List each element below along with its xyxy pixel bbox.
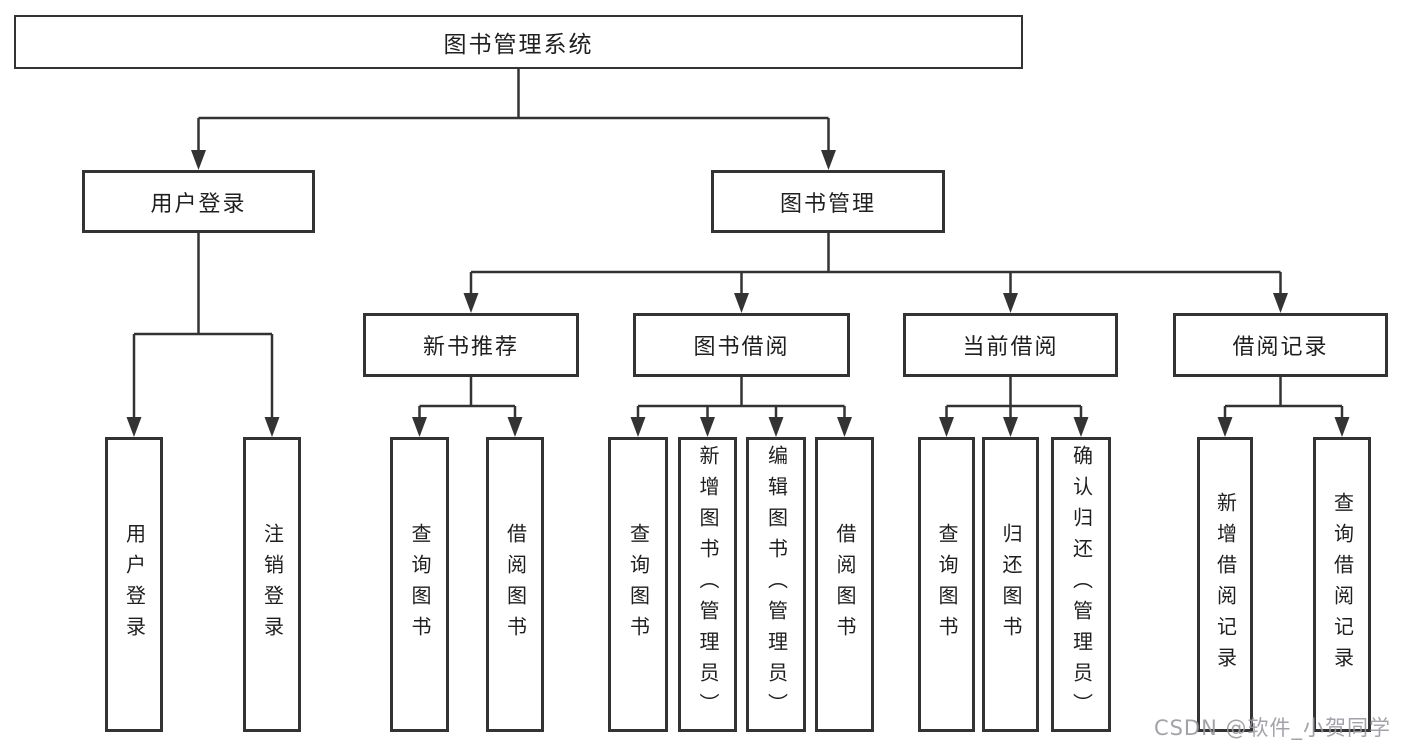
leaf-logout: 注销登录 (243, 437, 301, 732)
node-book-borrowing-label: 图书借阅 (693, 335, 790, 360)
node-library-system: 图书管理系统 (14, 15, 1023, 69)
leaf-query-borrow-record-label: 查询借阅记录 (1330, 491, 1355, 678)
leaf-confirm-return-admin-label: 确认归还（管理员） (1069, 445, 1094, 724)
node-book-management: 图书管理 (711, 170, 945, 233)
node-new-book-recommend: 新书推荐 (363, 313, 579, 377)
leaf-user-login: 用户登录 (105, 437, 163, 732)
leaf-edit-book-admin-label: 编辑图书（管理员） (764, 445, 789, 724)
node-library-system-label: 图书管理系统 (443, 32, 594, 58)
leaf-query-books-current-label: 查询图书 (935, 522, 959, 647)
leaf-add-book-admin: 新增图书（管理员） (678, 437, 737, 732)
leaf-add-borrow-record-label: 新增借阅记录 (1213, 491, 1238, 678)
leaf-return-book: 归还图书 (982, 437, 1039, 732)
leaf-edit-book-admin: 编辑图书（管理员） (746, 437, 806, 732)
arrowhead-icons (126, 150, 1350, 437)
leaf-query-borrow-record: 查询借阅记录 (1313, 437, 1371, 732)
leaf-confirm-return-admin: 确认归还（管理员） (1051, 437, 1111, 732)
leaf-add-book-admin-label: 新增图书（管理员） (696, 445, 720, 724)
connector-lines (132, 69, 1344, 420)
node-user-login: 用户登录 (82, 170, 315, 233)
leaf-borrow-books: 借阅图书 (815, 437, 874, 732)
leaf-add-borrow-record: 新增借阅记录 (1197, 437, 1253, 732)
node-borrowing-records: 借阅记录 (1173, 313, 1388, 377)
leaf-query-books-current: 查询图书 (918, 437, 975, 732)
node-user-login-label: 用户登录 (150, 191, 247, 217)
leaf-query-books-borrow: 查询图书 (608, 437, 668, 732)
leaf-query-books-borrow-label: 查询图书 (626, 522, 651, 647)
leaf-return-book-label: 归还图书 (999, 522, 1023, 647)
leaf-borrow-books-label: 借阅图书 (833, 522, 857, 647)
node-borrowing-records-label: 借阅记录 (1232, 335, 1329, 360)
node-current-borrowing-label: 当前借阅 (962, 335, 1059, 360)
leaf-query-books-recommend: 查询图书 (390, 437, 449, 732)
node-new-book-recommend-label: 新书推荐 (422, 335, 519, 360)
watermark: CSDN @软件_小贺同学 (1153, 716, 1391, 740)
leaf-borrow-books-recommend: 借阅图书 (486, 437, 544, 732)
node-current-borrowing: 当前借阅 (903, 313, 1118, 377)
node-book-management-label: 图书管理 (779, 191, 876, 217)
node-book-borrowing: 图书借阅 (633, 313, 850, 377)
leaf-logout-label: 注销登录 (260, 522, 285, 647)
leaf-borrow-books-recommend-label: 借阅图书 (503, 522, 528, 647)
leaf-query-books-recommend-label: 查询图书 (408, 522, 432, 647)
leaf-user-login-label: 用户登录 (122, 522, 147, 647)
